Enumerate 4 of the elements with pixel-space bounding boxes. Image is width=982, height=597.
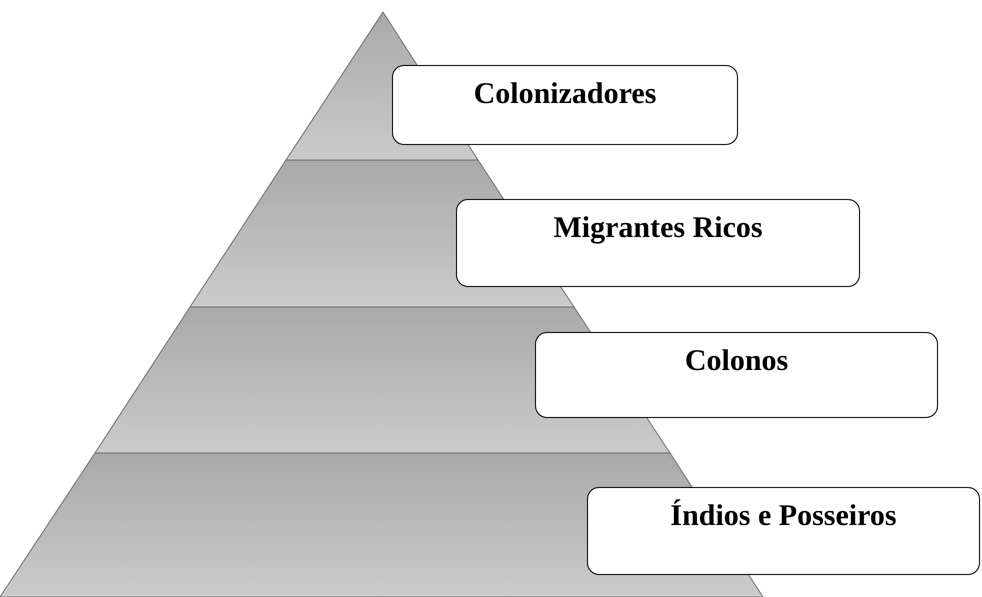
tier-label: Colonizadores xyxy=(392,65,738,145)
tier-label: Migrantes Ricos xyxy=(456,199,860,287)
tier-label: Índios e Posseiros xyxy=(587,487,980,575)
tier-label: Colonos xyxy=(535,332,938,418)
